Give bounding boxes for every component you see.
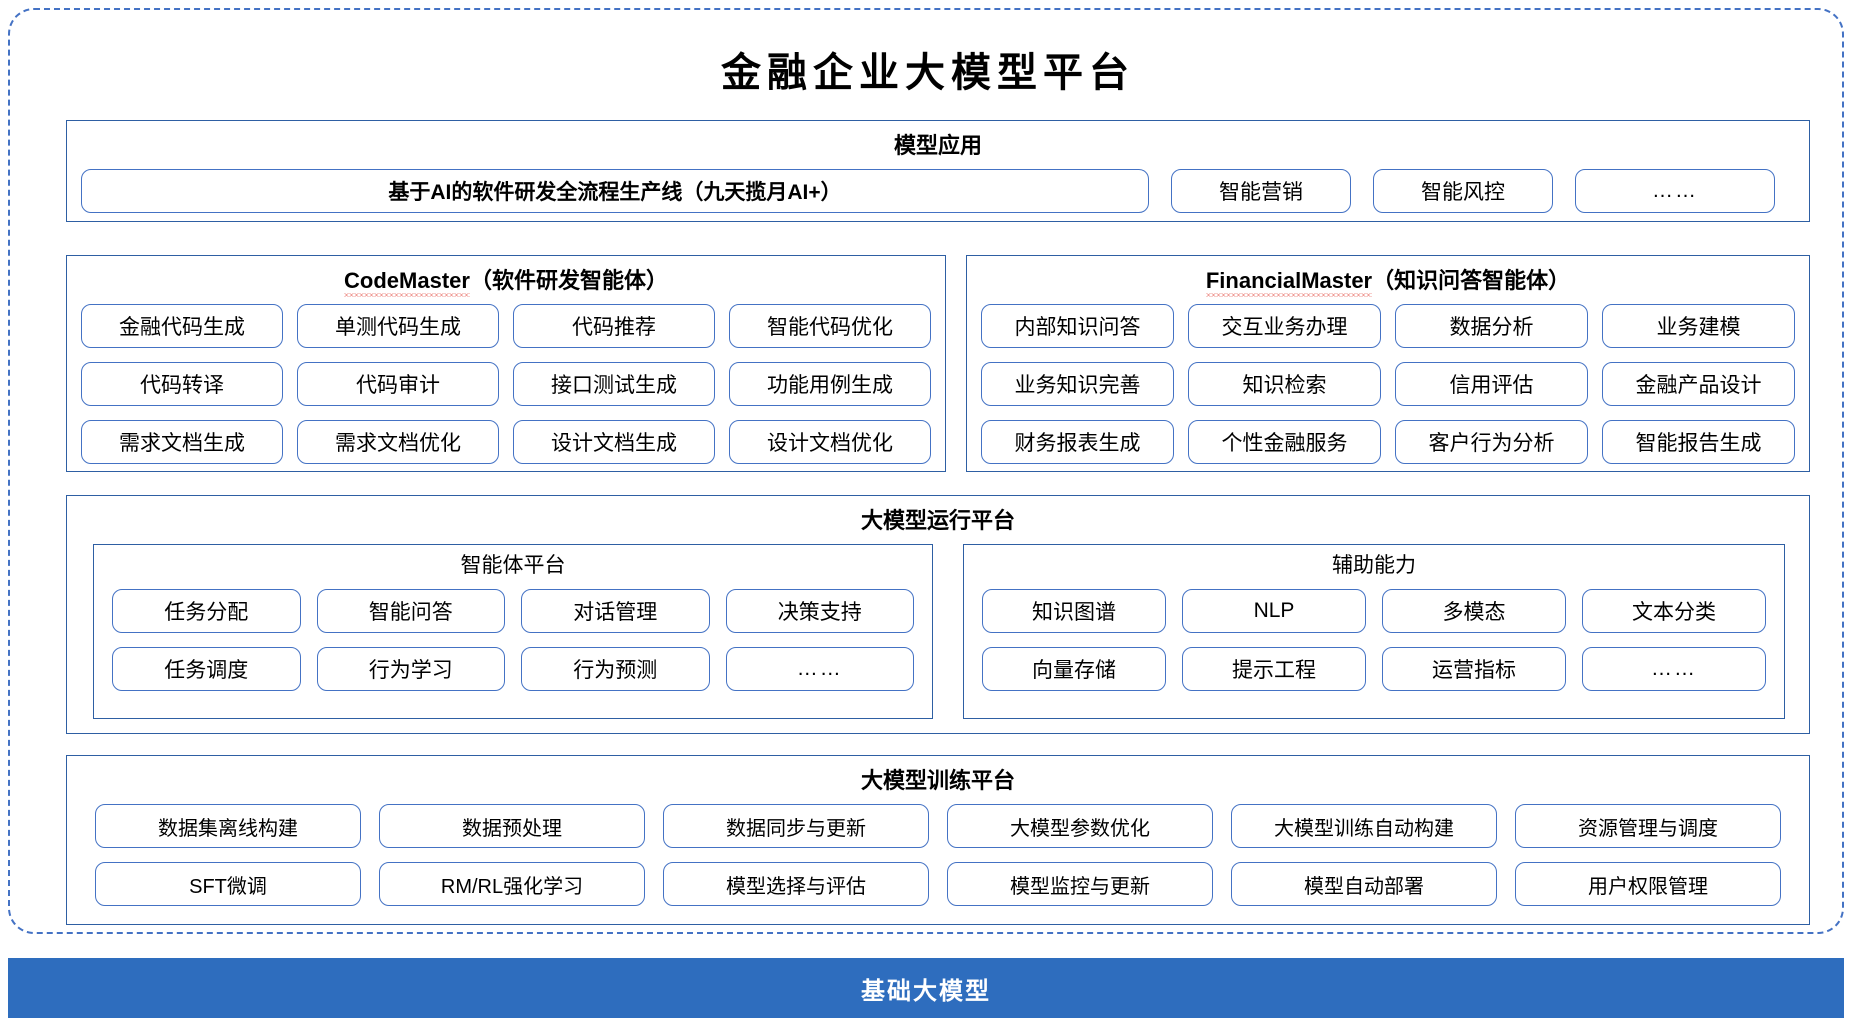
section-model-application: 模型应用 基于AI的软件研发全流程生产线（九天揽月AI+） 智能营销 智能风控 …: [66, 120, 1810, 222]
app-item-ellipsis[interactable]: ……: [1575, 169, 1775, 213]
auxiliary-item[interactable]: 运营指标: [1382, 647, 1566, 691]
training-item[interactable]: SFT微调: [95, 862, 361, 906]
base-model-bar-label: 基础大模型: [861, 977, 991, 1005]
financialmaster-item[interactable]: 客户行为分析: [1395, 420, 1588, 464]
codemaster-item[interactable]: 需求文档优化: [297, 420, 499, 464]
model-application-items: 基于AI的软件研发全流程生产线（九天揽月AI+） 智能营销 智能风控 ……: [81, 169, 1797, 213]
section-training-platform: 大模型训练平台 数据集离线构建 数据预处理 数据同步与更新 大模型参数优化 大模…: [66, 755, 1810, 925]
auxiliary-item-ellipsis[interactable]: ……: [1582, 647, 1766, 691]
codemaster-item[interactable]: 代码推荐: [513, 304, 715, 348]
codemaster-item[interactable]: 代码审计: [297, 362, 499, 406]
financialmaster-item[interactable]: 交互业务办理: [1188, 304, 1381, 348]
financialmaster-item[interactable]: 业务知识完善: [981, 362, 1174, 406]
app-item-ai-pipeline[interactable]: 基于AI的软件研发全流程生产线（九天揽月AI+）: [81, 169, 1149, 213]
training-item[interactable]: 模型自动部署: [1231, 862, 1497, 906]
app-item-smart-marketing[interactable]: 智能营销: [1171, 169, 1351, 213]
agent-platform-item[interactable]: 任务分配: [112, 589, 301, 633]
diagram-outer-frame: 金融企业大模型平台 模型应用 基于AI的软件研发全流程生产线（九天揽月AI+） …: [8, 8, 1844, 934]
training-item[interactable]: 资源管理与调度: [1515, 804, 1781, 848]
financialmaster-item[interactable]: 财务报表生成: [981, 420, 1174, 464]
section-runtime-platform: 大模型运行平台 智能体平台 任务分配 智能问答 对话管理 决策支持 任务调度 行…: [66, 495, 1810, 734]
app-item-smart-risk-control[interactable]: 智能风控: [1373, 169, 1553, 213]
agent-platform-item-ellipsis[interactable]: ……: [725, 647, 914, 691]
auxiliary-item[interactable]: NLP: [1182, 589, 1366, 633]
financialmaster-item[interactable]: 知识检索: [1188, 362, 1381, 406]
financialmaster-item[interactable]: 业务建模: [1602, 304, 1795, 348]
section-agent-codemaster-title: CodeMaster（软件研发智能体）: [67, 256, 945, 297]
financialmaster-item[interactable]: 个性金融服务: [1188, 420, 1381, 464]
training-platform-item-grid: 数据集离线构建 数据预处理 数据同步与更新 大模型参数优化 大模型训练自动构建 …: [95, 804, 1781, 906]
codemaster-item[interactable]: 代码转译: [81, 362, 283, 406]
financialmaster-capability-grid: 内部知识问答 交互业务办理 数据分析 业务建模 业务知识完善 知识检索 信用评估…: [981, 304, 1795, 464]
agent-suffix-codemaster: （软件研发智能体）: [469, 268, 668, 293]
training-item[interactable]: 数据集离线构建: [95, 804, 361, 848]
agent-suffix-financialmaster: （知识问答智能体）: [1372, 268, 1571, 293]
training-item[interactable]: 大模型参数优化: [947, 804, 1213, 848]
codemaster-capability-grid: 金融代码生成 单测代码生成 代码推荐 智能代码优化 代码转译 代码审计 接口测试…: [81, 304, 931, 464]
training-item[interactable]: 模型监控与更新: [947, 862, 1213, 906]
auxiliary-capability-item-grid: 知识图谱 NLP 多模态 文本分类 向量存储 提示工程 运营指标 ……: [982, 589, 1766, 691]
agent-platform-item[interactable]: 对话管理: [521, 589, 710, 633]
agent-platform-item[interactable]: 决策支持: [725, 589, 914, 633]
financialmaster-item[interactable]: 数据分析: [1395, 304, 1588, 348]
financialmaster-item[interactable]: 内部知识问答: [981, 304, 1174, 348]
training-item[interactable]: 数据预处理: [379, 804, 645, 848]
codemaster-item[interactable]: 设计文档生成: [513, 420, 715, 464]
codemaster-item[interactable]: 需求文档生成: [81, 420, 283, 464]
section-runtime-platform-title: 大模型运行平台: [860, 508, 1015, 533]
subsection-agent-platform: 智能体平台 任务分配 智能问答 对话管理 决策支持 任务调度 行为学习 行为预测…: [93, 544, 933, 719]
financialmaster-item[interactable]: 智能报告生成: [1602, 420, 1795, 464]
auxiliary-item[interactable]: 文本分类: [1582, 589, 1766, 633]
agent-platform-item-grid: 任务分配 智能问答 对话管理 决策支持 任务调度 行为学习 行为预测 ……: [112, 589, 914, 691]
auxiliary-item[interactable]: 提示工程: [1182, 647, 1366, 691]
financialmaster-item[interactable]: 信用评估: [1395, 362, 1588, 406]
training-item[interactable]: RM/RL强化学习: [379, 862, 645, 906]
subsection-auxiliary-capability-title: 辅助能力: [1332, 554, 1416, 577]
codemaster-item[interactable]: 设计文档优化: [729, 420, 931, 464]
auxiliary-item[interactable]: 知识图谱: [982, 589, 1166, 633]
section-agent-codemaster: CodeMaster（软件研发智能体） 金融代码生成 单测代码生成 代码推荐 智…: [66, 255, 946, 472]
codemaster-item[interactable]: 单测代码生成: [297, 304, 499, 348]
training-item[interactable]: 数据同步与更新: [663, 804, 929, 848]
base-model-bar: 基础大模型: [8, 958, 1844, 1018]
auxiliary-item[interactable]: 多模态: [1382, 589, 1566, 633]
subsection-agent-platform-title: 智能体平台: [460, 554, 566, 577]
auxiliary-item[interactable]: 向量存储: [982, 647, 1166, 691]
codemaster-item[interactable]: 金融代码生成: [81, 304, 283, 348]
section-model-application-title: 模型应用: [893, 133, 982, 158]
agent-platform-item[interactable]: 行为学习: [316, 647, 505, 691]
agent-name-financialmaster: FinancialMaster: [1205, 268, 1373, 297]
training-item[interactable]: 大模型训练自动构建: [1231, 804, 1497, 848]
financialmaster-item[interactable]: 金融产品设计: [1602, 362, 1795, 406]
agent-platform-item[interactable]: 智能问答: [316, 589, 505, 633]
section-agent-financialmaster: FinancialMaster（知识问答智能体） 内部知识问答 交互业务办理 数…: [966, 255, 1810, 472]
section-training-platform-title: 大模型训练平台: [860, 768, 1015, 793]
codemaster-item[interactable]: 智能代码优化: [729, 304, 931, 348]
subsection-auxiliary-capability: 辅助能力 知识图谱 NLP 多模态 文本分类 向量存储 提示工程 运营指标 ……: [963, 544, 1785, 719]
training-item[interactable]: 用户权限管理: [1515, 862, 1781, 906]
codemaster-item[interactable]: 功能用例生成: [729, 362, 931, 406]
page-title: 金融企业大模型平台: [721, 51, 1135, 95]
section-agent-financialmaster-title: FinancialMaster（知识问答智能体）: [967, 256, 1809, 297]
training-item[interactable]: 模型选择与评估: [663, 862, 929, 906]
agent-platform-item[interactable]: 行为预测: [521, 647, 710, 691]
agent-platform-item[interactable]: 任务调度: [112, 647, 301, 691]
codemaster-item[interactable]: 接口测试生成: [513, 362, 715, 406]
agent-name-codemaster: CodeMaster: [344, 268, 470, 297]
